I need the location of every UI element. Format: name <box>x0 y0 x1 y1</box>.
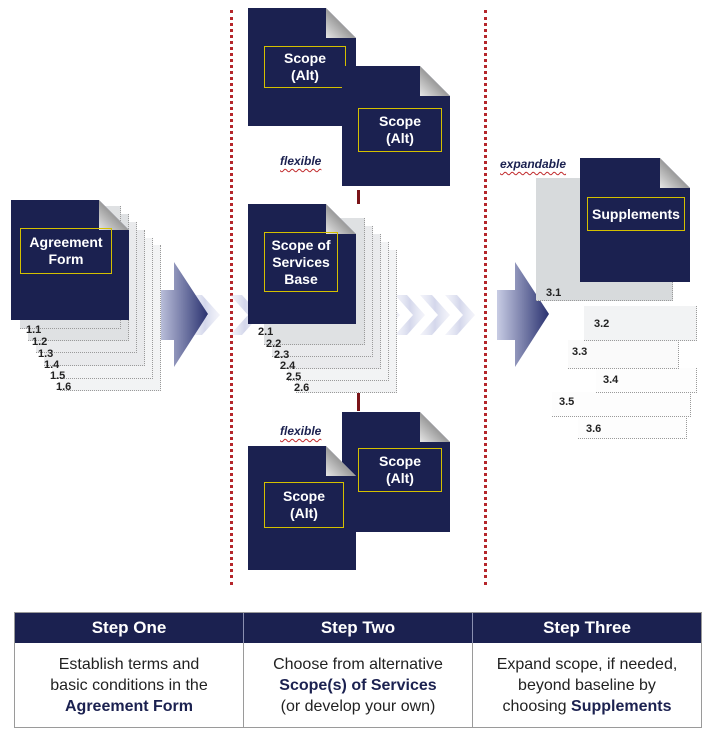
section-number: 2.2 <box>266 338 282 350</box>
description-prefix: choosing <box>502 698 572 715</box>
description-line: Establish terms and <box>58 656 200 673</box>
section-number: 3.3 <box>572 346 588 358</box>
scope-alt-label: Scope (Alt) <box>358 108 442 152</box>
section-number: 3.1 <box>546 287 562 299</box>
section-number: 2.5 <box>286 371 302 383</box>
description-line: beyond baseline by <box>518 677 656 694</box>
page-fold-icon <box>326 8 356 38</box>
page-fold-icon <box>660 158 690 188</box>
step-two-description: Choose from alternative Scope(s) of Serv… <box>244 643 473 728</box>
scope-alt-label: Scope (Alt) <box>264 46 346 88</box>
scope-alt-label: Scope (Alt) <box>358 448 442 492</box>
step-one-title: Step One <box>15 613 244 643</box>
section-number: 1.2 <box>32 336 48 348</box>
section-number: 1.6 <box>56 381 72 393</box>
step-three-title: Step Three <box>473 613 701 643</box>
flexible-tag: flexible <box>280 424 322 438</box>
description-line: basic conditions in the <box>50 677 208 694</box>
connector-line <box>357 393 360 411</box>
description-line: Expand scope, if needed, <box>496 656 678 673</box>
stack-sheet <box>578 416 687 439</box>
scope-base-label: Scope of Services Base <box>264 232 338 292</box>
arrow-step-one-icon <box>156 262 208 367</box>
description-highlight: Scope(s) of Services <box>279 677 437 694</box>
section-number: 1.1 <box>26 324 42 336</box>
page-fold-icon <box>420 412 450 442</box>
steps-body-row: Establish terms and basic conditions in … <box>15 643 701 728</box>
page-fold-icon <box>420 66 450 96</box>
step-three-description: Expand scope, if needed, beyond baseline… <box>473 643 701 728</box>
section-number: 2.4 <box>280 360 296 372</box>
stack-sheet <box>596 368 697 393</box>
stack-sheet <box>552 392 691 417</box>
agreement-form-label: Agreement Form <box>20 228 112 274</box>
section-number: 3.5 <box>559 396 575 408</box>
description-highlight: Supplements <box>571 698 672 715</box>
description-highlight: Agreement Form <box>64 698 194 715</box>
section-number: 1.4 <box>44 359 60 371</box>
arrow-step-three-icon <box>497 262 549 367</box>
scope-alt-label: Scope (Alt) <box>264 482 344 528</box>
section-number: 2.1 <box>258 326 274 338</box>
section-number: 1.5 <box>50 370 66 382</box>
description-line: choosing Supplements <box>503 696 672 717</box>
description-line: (or develop your own) <box>280 698 436 715</box>
step-two-title: Step Two <box>244 613 473 643</box>
section-number: 3.4 <box>603 374 619 386</box>
step-divider-right <box>484 10 487 585</box>
connector-line <box>357 190 360 204</box>
section-number: 3.6 <box>586 423 602 435</box>
section-number: 1.3 <box>38 348 54 360</box>
steps-header-row: Step One Step Two Step Three <box>15 613 701 643</box>
supplements-label: Supplements <box>587 197 685 231</box>
step-one-description: Establish terms and basic conditions in … <box>15 643 244 728</box>
section-number: 3.2 <box>594 318 610 330</box>
section-number: 2.3 <box>274 349 290 361</box>
stack-sheet <box>584 306 697 341</box>
steps-table: Step One Step Two Step Three Establish t… <box>14 612 702 728</box>
description-line: Choose from alternative <box>273 656 443 673</box>
expandable-tag: expandable <box>500 157 567 171</box>
section-number: 2.6 <box>294 382 310 394</box>
flexible-tag: flexible <box>280 154 322 168</box>
stack-sheet <box>568 340 679 369</box>
step-divider-left <box>230 10 233 585</box>
